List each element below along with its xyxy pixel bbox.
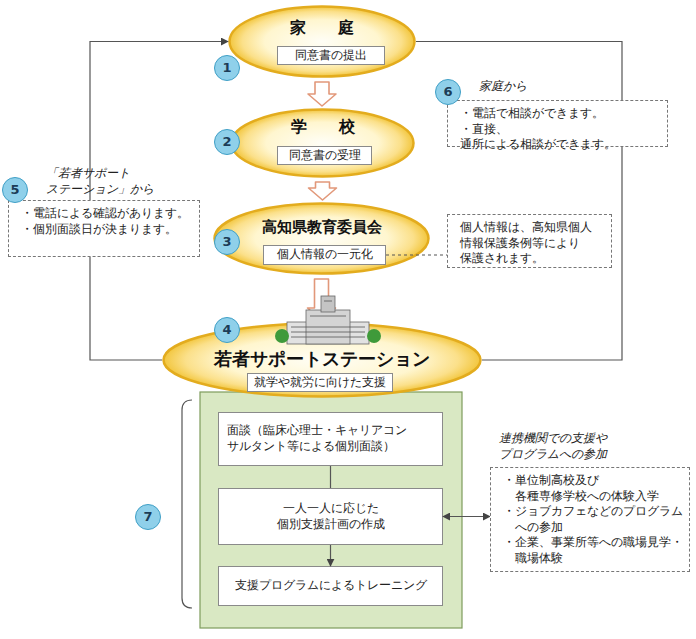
note-box: 「若者サポート ステーション」から・電話による確認があります。・個別面談日が決ま… <box>8 200 200 257</box>
support-panel <box>200 392 462 628</box>
connector <box>443 516 490 517</box>
callout-number: 3 <box>214 229 240 255</box>
process-box: 就学や就労に向けた支援 <box>247 373 393 392</box>
note-heading: 家庭から <box>479 78 599 94</box>
note-text: ・個別面談日が決まります。 <box>21 222 193 238</box>
connector <box>330 466 331 488</box>
note-text: ・ジョブカフェなどのプログラム への参加 <box>503 504 683 535</box>
note-box: 連携機関での支援や プログラムへの参加・単位制高校及び 各種専修学校への体験入学… <box>490 467 690 572</box>
ellipse-node: 個人情報の一元化 高知県教育委員会 <box>213 202 430 275</box>
process-box: 支援プログラムによるトレーニング <box>218 566 443 606</box>
ellipse-node: 就学や就労に向けた支援 若者サポートステーション <box>162 322 482 398</box>
box-text: 就学や就労に向けた支援 <box>254 375 386 391</box>
connector <box>330 545 331 566</box>
process-box: 同意書の受理 <box>277 146 372 165</box>
building-wing <box>287 322 369 344</box>
ellipse-title: 学 校 <box>230 116 415 138</box>
process-box: 個人情報の一元化 <box>263 245 386 265</box>
ellipse-outline <box>228 5 416 78</box>
ellipse-node: 同意書の提出 家 庭 <box>228 5 416 78</box>
box-text: 同意書の受理 <box>289 148 361 164</box>
tree <box>275 329 289 343</box>
callout-number: 2 <box>214 129 240 155</box>
callout-number: 1 <box>214 55 240 81</box>
ellipse-title: 若者サポートステーション <box>162 347 482 371</box>
note-text: ・直接、通所による相談ができます。 <box>460 122 661 153</box>
callout-number: 5 <box>2 177 28 203</box>
note-heading: 「若者サポート ステーション」から <box>46 165 166 197</box>
note-text: 個人情報は、高知県個人 情報保護条例等により 保護されます。 <box>460 220 605 267</box>
building-center <box>306 310 350 344</box>
note-heading: 連携機関での支援や プログラムへの参加 <box>499 430 619 462</box>
connector <box>416 42 622 361</box>
note-box: 家庭から・電話で相談ができます。・直接、通所による相談ができます。 <box>447 100 668 147</box>
ellipse-title: 家 庭 <box>228 17 416 39</box>
tree <box>367 329 381 343</box>
ellipse-title: 高知県教育委員会 <box>213 217 430 237</box>
block-arrow <box>308 82 336 106</box>
callout-number: 4 <box>214 317 240 343</box>
building-tower <box>321 296 335 312</box>
callout-number: 7 <box>135 504 161 530</box>
block-arrow <box>308 279 336 320</box>
process-box: 一人一人に応じた 個別支援計画の作成 <box>218 488 443 545</box>
connector <box>386 254 447 255</box>
box-text: 同意書の提出 <box>295 48 367 64</box>
box-text: 一人一人に応じた 個別支援計画の作成 <box>256 501 406 532</box>
block-arrow <box>309 182 337 200</box>
building-windows <box>291 301 365 337</box>
note-box: 個人情報は、高知県個人 情報保護条例等により 保護されます。 <box>447 214 612 268</box>
building-illustration <box>275 296 381 344</box>
ellipse-node: 同意書の受理学 校 <box>230 108 415 178</box>
box-text: 個人情報の一元化 <box>277 247 373 263</box>
callout-number: 6 <box>435 79 461 105</box>
bracket <box>182 400 192 608</box>
note-text: ・単位制高校及び 各種専修学校への体験入学 <box>503 473 683 504</box>
process-box: 面談（臨床心理士・キャリアコン サルタント等による個別面談） <box>218 412 443 466</box>
note-text: ・電話で相談ができます。 <box>460 106 661 122</box>
process-box: 同意書の提出 <box>277 46 385 65</box>
box-text: 支援プログラムによるトレーニング <box>235 578 427 594</box>
note-text: ・企業、事業所等への職場見学・ 職場体験 <box>503 535 683 566</box>
connector <box>90 42 228 361</box>
ellipse-shape <box>215 204 429 274</box>
ellipse-shape <box>230 7 415 77</box>
box-text: 面談（臨床心理士・キャリアコン サルタント等による個別面談） <box>227 423 434 454</box>
note-text: ・電話による確認があります。 <box>21 206 193 222</box>
